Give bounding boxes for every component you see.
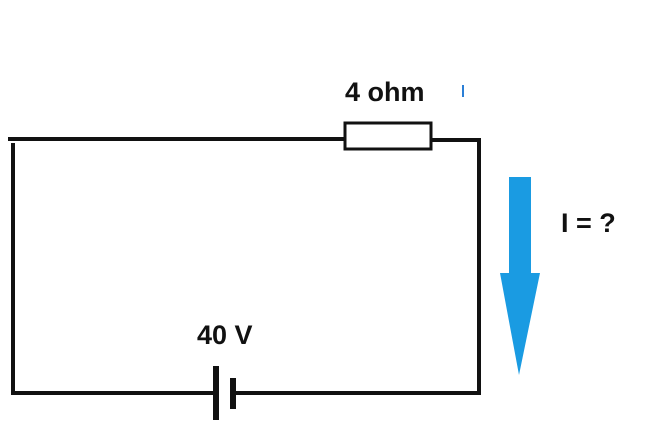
resistor [343,121,433,151]
resistor-label: 4 ohm [345,77,425,107]
current-arrow [500,177,540,375]
battery [213,366,236,420]
battery-label: 40 V [197,320,253,350]
current-label: I = ? [561,208,616,238]
